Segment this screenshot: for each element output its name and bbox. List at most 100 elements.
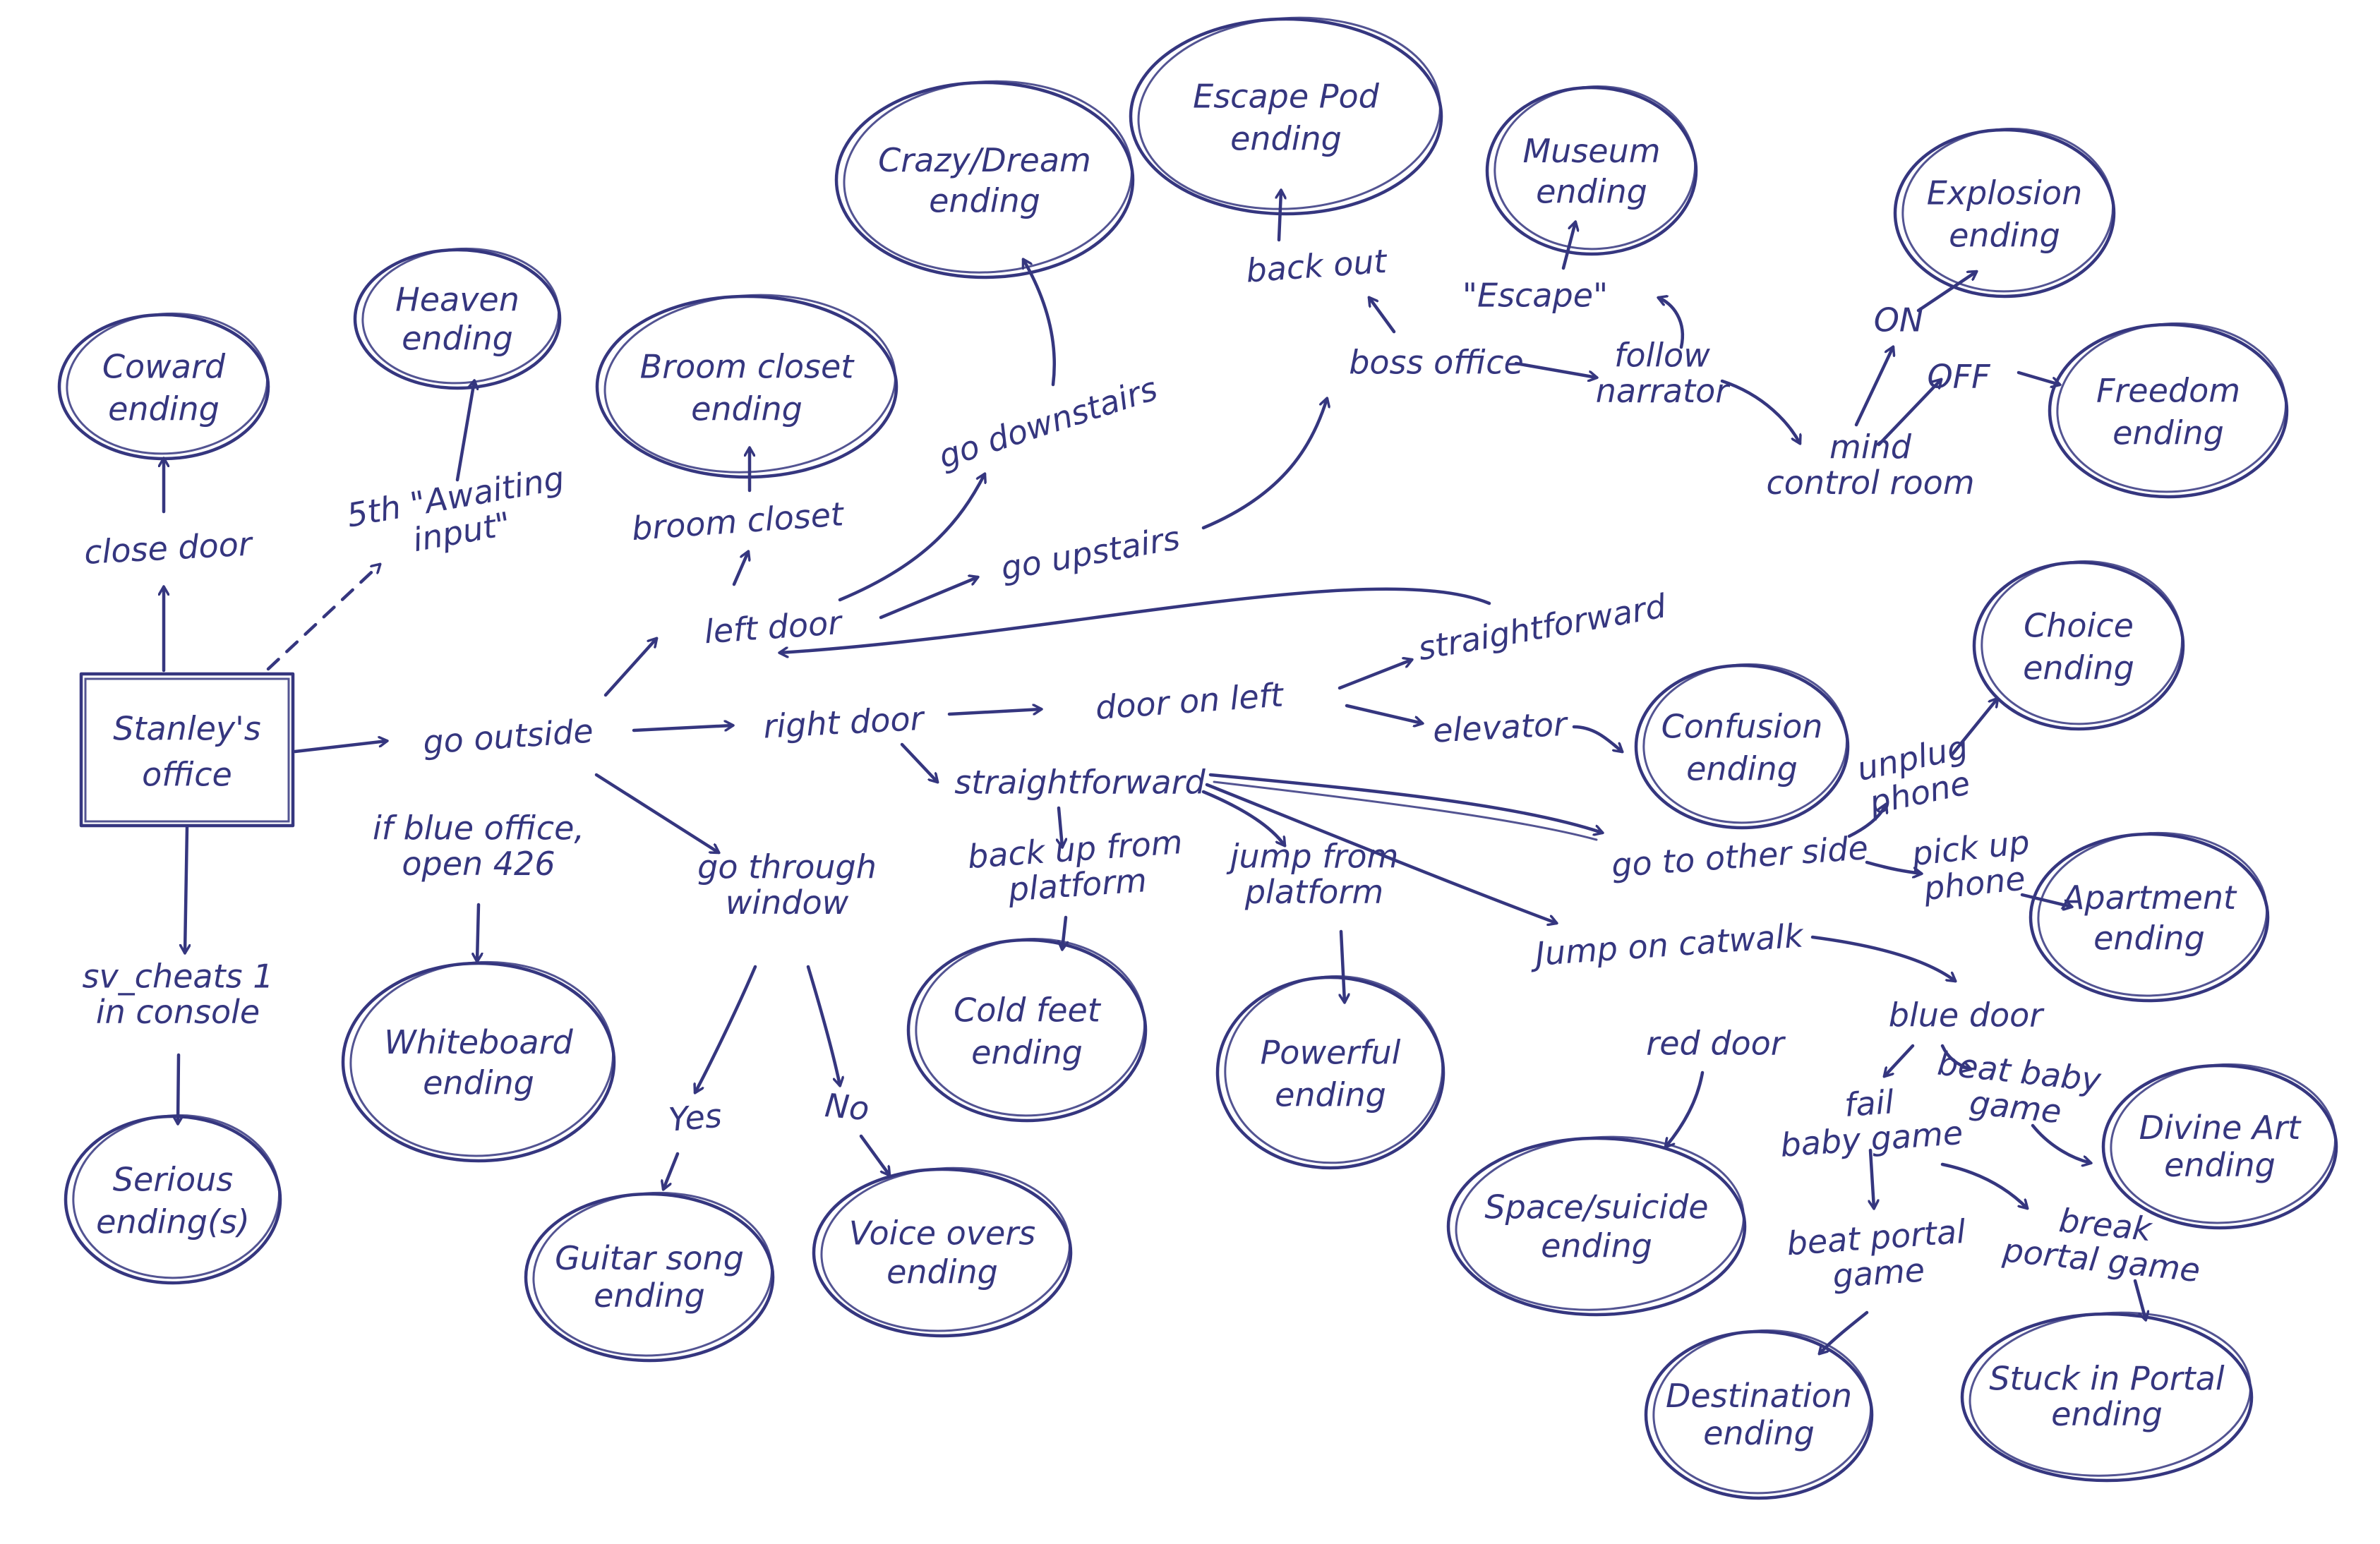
edge-left-door-downstairs	[838, 474, 985, 602]
label-unplug-phone: unplugphone	[1853, 728, 1978, 823]
node-broom-ellipse[interactable]	[595, 294, 898, 479]
node-museum-ellipse-stroke	[1493, 85, 1697, 251]
edge-right-door-door-on-left	[947, 709, 1041, 716]
edge-mind-control-off	[1877, 380, 1941, 447]
edge-upstairs-boss	[1201, 399, 1327, 530]
node-serious-ellipse[interactable]	[64, 1114, 282, 1285]
label-blue-door: blue door	[1889, 996, 2045, 1035]
edge-other-side-unplug	[1847, 804, 1886, 838]
edge-mind-control-on	[1854, 347, 1893, 427]
label-beat-portal: beat portalgame	[1786, 1212, 1969, 1298]
label-escape: "Escape"	[1462, 277, 1608, 315]
node-whiteboard-ellipse[interactable]	[341, 961, 616, 1163]
label-pick-up-phone: pick upphone	[1909, 823, 2035, 908]
edge-awaiting-heaven	[455, 381, 474, 482]
edge-catwalk-blue-door	[1810, 935, 1955, 981]
edge-no-voiceovers	[859, 1134, 889, 1175]
edge-follow-mind-control	[1720, 379, 1800, 443]
node-start-box-inner	[84, 677, 290, 823]
label-right-door: right door	[762, 699, 927, 746]
edge-follow-escape	[1659, 298, 1684, 349]
node-broom-ellipse-stroke	[603, 294, 896, 474]
edge-sv-cheats-serious	[178, 1053, 179, 1123]
label-elevator: elevator	[1432, 705, 1570, 750]
label-boss-office: boss office	[1349, 344, 1524, 382]
label-red-door: red door	[1646, 1025, 1786, 1063]
edge-downstairs-crazy	[1023, 260, 1057, 387]
node-heaven-ellipse-stroke	[361, 247, 560, 385]
node-coldfeet-ellipse[interactable]	[906, 938, 1148, 1123]
label-blue-office: if blue office,open 426	[373, 809, 584, 883]
edge-left-door-broom	[732, 552, 748, 586]
node-freedom-ellipse-stroke	[2056, 322, 2288, 493]
node-powerful-ellipse[interactable]	[1215, 975, 1446, 1170]
node-voiceovers-ellipse-stroke	[820, 1166, 1071, 1332]
node-explosion-ellipse-stroke	[1901, 127, 2115, 293]
node-crazy-ellipse[interactable]	[834, 80, 1135, 279]
node-apartment-ellipse[interactable]	[2029, 832, 2270, 1003]
node-guitar-ellipse-stroke	[532, 1191, 773, 1357]
edge-boss-back-out	[1369, 298, 1396, 334]
edge-window-yes	[695, 965, 757, 1092]
node-confusion-ellipse-stroke	[1642, 663, 1849, 824]
edge-blue-door-fail	[1885, 1044, 1915, 1076]
edge-window-no	[806, 965, 840, 1085]
edge-sf-other-side-2	[1213, 780, 1598, 841]
node-coldfeet-ellipse-stroke	[915, 937, 1146, 1117]
label-straightforward-top: straightforward	[1415, 586, 1669, 668]
node-choice-ellipse[interactable]	[1972, 560, 2185, 731]
edge-sf-other-side-1	[1208, 773, 1602, 833]
node-museum-ellipse[interactable]	[1485, 85, 1698, 256]
node-choice-ellipse-stroke	[1981, 560, 2184, 725]
edge-other-side-pick-up	[1865, 860, 1921, 874]
edge-door-on-left-elevator	[1345, 704, 1422, 723]
edge-jump-platform-powerful	[1341, 929, 1345, 1002]
node-powerful-ellipse-stroke	[1224, 975, 1444, 1164]
edge-unplug-choice	[1949, 699, 1997, 757]
edge-go-outside-left-door	[603, 639, 656, 697]
node-confusion-ellipse[interactable]	[1634, 663, 1850, 830]
label-break-portal: breakportal game	[2000, 1195, 2206, 1289]
label-go-downstairs: go downstairs	[934, 369, 1162, 476]
edge-off-freedom	[2017, 370, 2060, 385]
label-door-on-left: door on left	[1094, 675, 1285, 727]
node-escapepod-ellipse[interactable]	[1129, 17, 1443, 216]
edge-yes-guitar	[663, 1152, 680, 1189]
node-freedom-ellipse[interactable]	[2048, 322, 2289, 499]
edge-on-explosion	[1916, 272, 1976, 313]
edge-left-door-upstairs	[879, 577, 978, 620]
label-yes: Yes	[667, 1097, 723, 1139]
node-coward-ellipse[interactable]	[57, 313, 270, 461]
node-explosion-ellipse[interactable]	[1893, 128, 2116, 298]
label-back-up: back up fromplatform	[966, 823, 1186, 911]
node-crazy-ellipse-stroke	[843, 80, 1133, 274]
label-no: No	[824, 1086, 871, 1128]
edge-fail-break-portal	[1940, 1162, 2027, 1208]
label-go-other-side: go to other side	[1610, 828, 1869, 884]
edge-blue-office-whiteboard	[477, 903, 479, 961]
label-go-outside: go outside	[422, 711, 595, 761]
node-start-box[interactable]	[79, 672, 295, 828]
edge-pick-up-apartment	[2020, 893, 2072, 907]
edge-boss-follow	[1514, 361, 1597, 378]
